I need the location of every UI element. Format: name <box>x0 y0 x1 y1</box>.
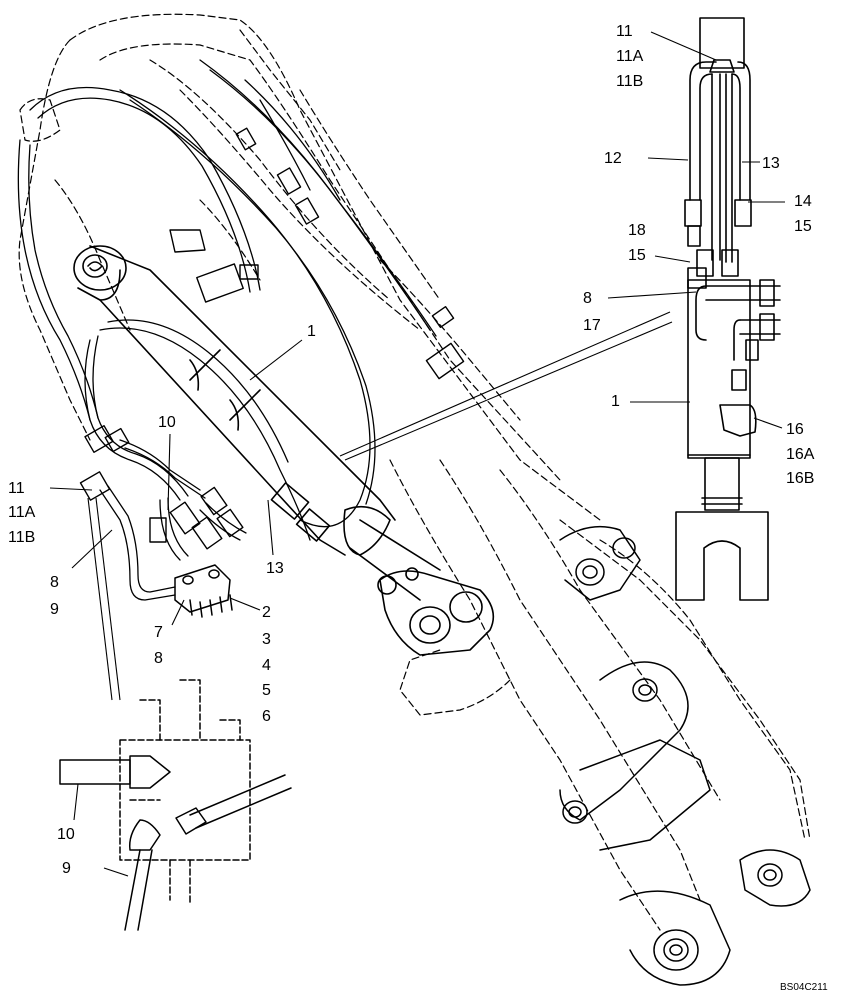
callout-18: 18 <box>628 222 646 239</box>
detail-valve <box>119 679 251 906</box>
hose-bundle <box>17 59 437 528</box>
detail-cylinder <box>675 17 781 601</box>
callout-9-left: 9 <box>50 601 59 618</box>
callout-10-top: 10 <box>158 414 176 431</box>
callout-6: 6 <box>262 708 271 725</box>
callout-15-b: 15 <box>628 247 646 264</box>
callout-9-bottom: 9 <box>62 860 71 877</box>
callout-15-a: 15 <box>794 218 812 235</box>
rod-end-eye <box>377 567 495 656</box>
callout-8-left: 8 <box>50 574 59 591</box>
lower-linkage <box>559 525 811 986</box>
upper-fittings <box>169 127 465 380</box>
callout-1-left: 1 <box>307 323 316 340</box>
callout-2: 2 <box>262 604 271 621</box>
callout-13-right: 13 <box>762 155 780 172</box>
callout-7: 7 <box>154 624 163 641</box>
valve-block-small <box>174 564 233 618</box>
callout-11-top: 11 <box>616 23 633 40</box>
drawing-code: BS04C211 <box>780 982 828 993</box>
callout-8-right: 8 <box>583 290 592 307</box>
tube-line <box>99 485 176 601</box>
callout-14: 14 <box>794 193 812 210</box>
detail-valve-fittings <box>59 755 292 931</box>
callout-13-left: 13 <box>266 560 284 577</box>
callout-17: 17 <box>583 317 601 334</box>
callout-16a: 16A <box>786 446 815 463</box>
lift-cylinder <box>73 245 441 601</box>
hose-fittings-lower <box>79 425 244 550</box>
callout-11a-left: 11A <box>8 504 36 521</box>
callout-11b-top: 11B <box>616 73 644 90</box>
callout-10-bottom: 10 <box>57 826 75 843</box>
callout-8-mid: 8 <box>154 650 163 667</box>
boom-frame-outline <box>18 13 811 931</box>
callout-11a-top: 11A <box>616 48 644 65</box>
callout-12: 12 <box>604 150 622 167</box>
callout-1-right: 1 <box>611 393 620 410</box>
callout-4: 4 <box>262 657 271 674</box>
callout-3: 3 <box>262 631 271 648</box>
cylinder-hoses <box>84 319 311 561</box>
callout-16: 16 <box>786 421 804 438</box>
leader-lines <box>49 31 785 877</box>
callout-16b: 16B <box>786 470 815 487</box>
callout-11-left: 11 <box>8 480 25 497</box>
callout-5: 5 <box>262 682 271 699</box>
callout-11b-left: 11B <box>8 529 36 546</box>
